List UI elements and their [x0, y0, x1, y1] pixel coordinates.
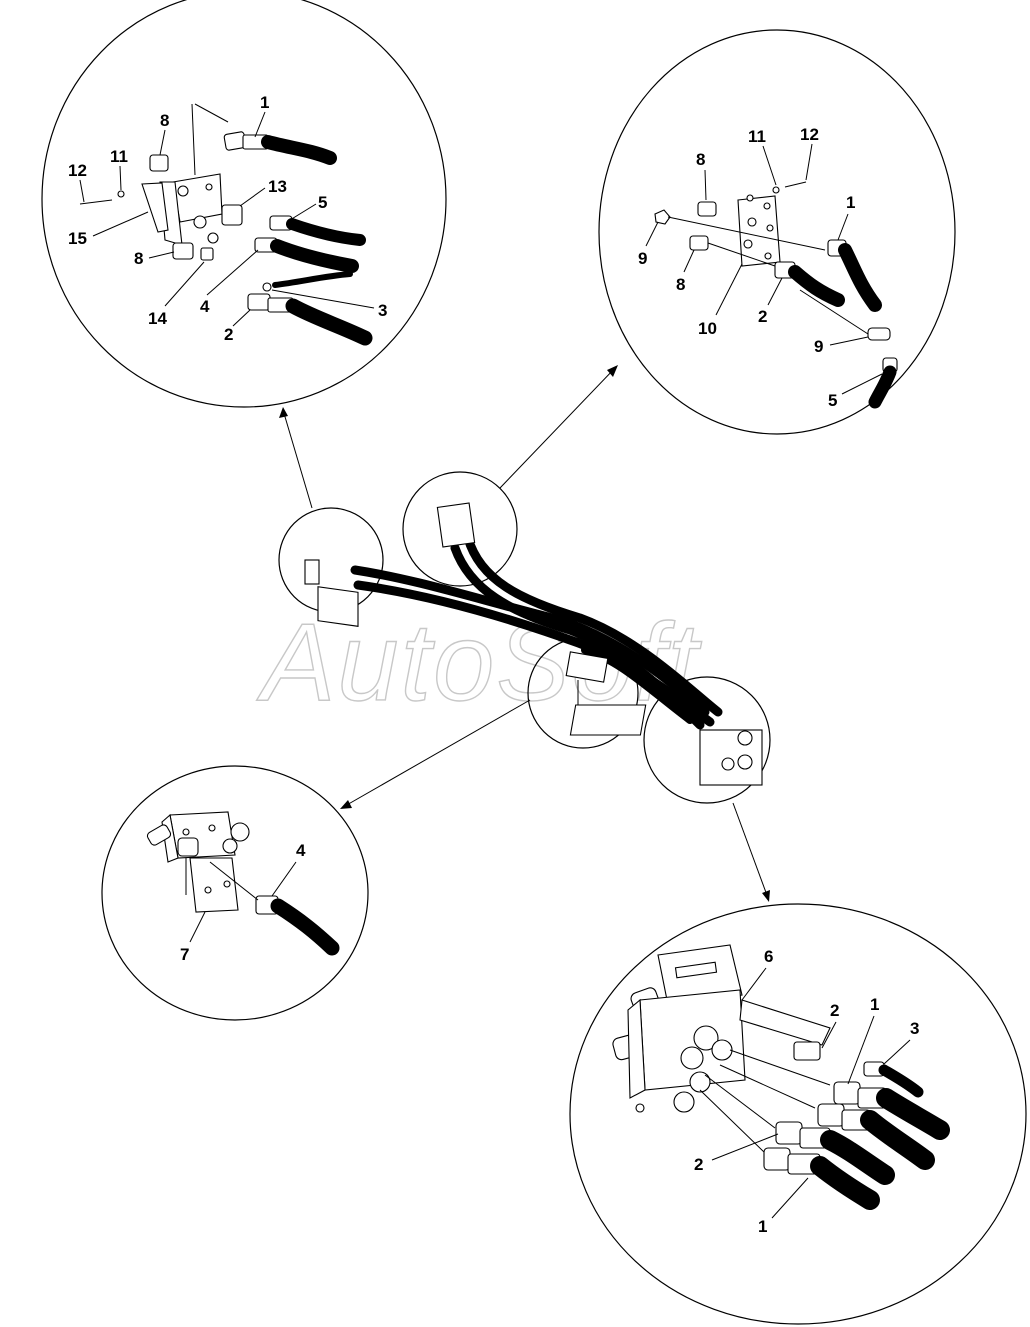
callout-label: 2 — [694, 1155, 703, 1174]
callout-label: 10 — [698, 319, 717, 338]
detail-bottom-right — [612, 944, 950, 1210]
callout-label: 3 — [910, 1019, 919, 1038]
callout-label: 8 — [134, 249, 143, 268]
callout-label: 15 — [68, 229, 87, 248]
callouts-top-right: 11 12 8 1 9 8 10 2 9 5 — [638, 125, 883, 410]
callout-label: 9 — [638, 249, 647, 268]
callout-label: 2 — [758, 307, 767, 326]
callout-label: 13 — [268, 177, 287, 196]
callout-label: 8 — [696, 150, 705, 169]
callout-label: 6 — [764, 947, 773, 966]
callout-label: 14 — [148, 309, 167, 328]
callout-label: 11 — [748, 127, 766, 146]
callout-label: 9 — [814, 337, 823, 356]
callout-label: 2 — [830, 1001, 839, 1020]
center-assembly — [304, 502, 763, 786]
detail-top-right — [654, 181, 898, 409]
callouts-bottom-left: 4 7 — [180, 841, 306, 964]
callout-label: 1 — [758, 1217, 767, 1236]
callout-label: 8 — [160, 111, 169, 130]
locator-circle-4 — [643, 676, 771, 804]
pointer-arrows — [279, 365, 770, 902]
detail-circle-top-right — [598, 29, 956, 435]
callout-label: 12 — [800, 125, 819, 144]
callout-label: 11 — [110, 147, 128, 166]
callout-label: 1 — [846, 193, 855, 212]
callout-label: 8 — [676, 275, 685, 294]
detail-bottom-left — [146, 811, 340, 956]
callout-label: 4 — [200, 297, 210, 316]
callouts-top-left: 1 8 11 12 13 5 15 8 14 4 3 2 — [68, 93, 387, 344]
callout-label: 12 — [68, 161, 87, 180]
locator-circle-2 — [402, 471, 518, 587]
callout-label: 5 — [318, 193, 327, 212]
callout-label: 4 — [296, 841, 306, 860]
callouts-bottom-right: 6 2 1 3 2 1 — [694, 947, 919, 1236]
callout-label: 2 — [224, 325, 233, 344]
detail-circle-bottom-left — [101, 765, 369, 1021]
detail-circle-top-left — [41, 0, 447, 408]
callout-label: 3 — [378, 301, 387, 320]
detail-circle-bottom-right — [569, 903, 1027, 1325]
callout-label: 1 — [260, 93, 269, 112]
detail-top-left — [79, 103, 373, 346]
callout-label: 1 — [870, 995, 879, 1014]
callout-label: 7 — [180, 945, 189, 964]
callout-label: 5 — [828, 391, 837, 410]
